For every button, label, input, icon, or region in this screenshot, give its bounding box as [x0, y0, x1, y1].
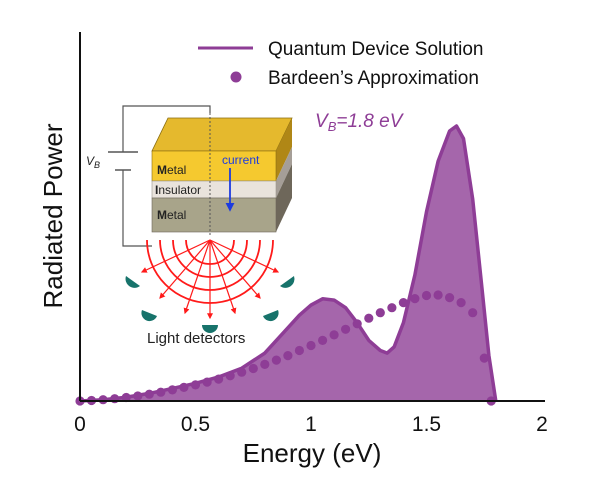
circuit-wire [122, 105, 211, 152]
detectors-label: Light detectors [147, 330, 245, 347]
layer-label-metal-top: Metal [157, 163, 186, 177]
detector-icon-lower-right [263, 310, 279, 322]
bardeen-point [329, 330, 339, 340]
bardeen-point [167, 385, 177, 395]
bardeen-point [421, 290, 432, 301]
x-tick-label: 2 [536, 413, 548, 436]
y-axis-title: Radiated Power [38, 123, 68, 308]
bardeen-point [341, 324, 351, 334]
x-tick-label: 0 [74, 413, 86, 436]
layer-label-insulator: Insulator [155, 183, 201, 197]
bardeen-dots [75, 290, 496, 406]
bardeen-point [271, 355, 281, 365]
metal-top-face [151, 117, 293, 152]
circuit-wire-bottom [122, 170, 152, 247]
bardeen-point [225, 371, 235, 381]
vb-source-label: VB [86, 154, 100, 170]
legend-dot-swatch [230, 71, 242, 83]
vb-annotation: VB=1.8 eV [315, 111, 405, 134]
bardeen-point [202, 377, 212, 387]
bardeen-point [468, 308, 478, 318]
bardeen-point [156, 387, 166, 397]
legend-label-quantum: Quantum Device Solution [268, 39, 483, 60]
metal-side-face [276, 118, 292, 181]
bardeen-point [433, 290, 443, 300]
bardeen-point [144, 389, 154, 399]
bardeen-point [121, 392, 131, 403]
bardeen-point [237, 367, 247, 377]
bardeen-point [98, 395, 108, 405]
bardeen-point [248, 363, 258, 374]
quantum-area-fill [80, 126, 496, 401]
insulator-side-face [276, 147, 292, 198]
x-tick-label: 1.5 [412, 413, 441, 436]
emission-rays [140, 239, 280, 320]
bardeen-point [375, 308, 385, 318]
x-tick-label: 0.5 [181, 413, 210, 436]
device-schematic: VB Metal Insulator Metal current [86, 105, 295, 347]
bardeen-point [387, 303, 397, 313]
bardeen-point [410, 294, 420, 304]
bardeen-point [260, 359, 270, 369]
bardeen-point [456, 298, 466, 308]
x-axis-title: Energy (eV) [243, 438, 382, 468]
layer-label-metal-bottom: Metal [157, 208, 186, 222]
bardeen-point [445, 293, 455, 303]
bardeen-point [294, 345, 304, 356]
bardeen-point [398, 298, 408, 308]
x-tick-labels: 0 0.5 1 1.5 2 [74, 413, 548, 436]
legend: Quantum Device Solution Bardeen’s Approx… [198, 39, 483, 89]
detector-icon-lower-left [141, 310, 157, 322]
x-tick-label: 1 [305, 413, 317, 436]
bardeen-point [364, 313, 374, 323]
detector-icon-left [125, 276, 140, 288]
bardeen-point [352, 319, 362, 329]
bardeen-point [283, 351, 293, 361]
bardeen-point [306, 340, 316, 351]
metal-bottom-side-face [276, 164, 292, 232]
detector-icon-right [280, 276, 295, 288]
detector-icon-bottom [202, 325, 218, 333]
bardeen-point [214, 374, 224, 384]
bardeen-point [133, 391, 143, 401]
bardeen-point [190, 380, 201, 390]
bardeen-point [479, 353, 489, 363]
bardeen-point [179, 382, 189, 392]
metal-layer-bottom [151, 197, 277, 233]
legend-label-bardeen: Bardeen’s Approximation [268, 68, 479, 89]
current-label: current [222, 153, 260, 167]
bardeen-point [318, 335, 328, 345]
